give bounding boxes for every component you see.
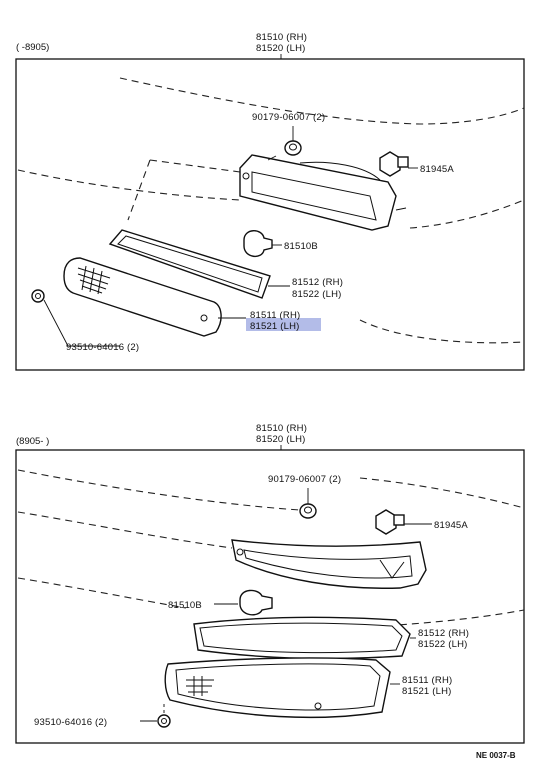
top-lens	[63, 257, 246, 337]
top-fastener-label: 93510-64016 (2)	[66, 342, 139, 353]
top-body-outline	[409, 199, 525, 229]
bottom-lens-rh-label: 81511 (RH)	[402, 675, 452, 686]
bottom-panel-frame	[15, 449, 525, 744]
bottom-body-outline	[17, 469, 301, 511]
bottom-gasket-rh-label: 81512 (RH)	[418, 628, 469, 639]
bottom-clip-81945a	[375, 509, 432, 535]
top-gasket-rh-label: 81512 (RH)	[292, 277, 343, 288]
bottom-lens	[164, 657, 400, 719]
top-assembly-lh-label: 81520 (LH)	[256, 43, 306, 54]
top-assembly-rh-label: 81510 (RH)	[256, 32, 307, 43]
top-clip-81945a	[379, 151, 418, 177]
bottom-gasket-lh-label: 81522 (LH)	[418, 639, 468, 650]
top-panel-frame	[15, 58, 525, 371]
bottom-gasket	[193, 616, 416, 660]
bottom-lamp-housing	[231, 539, 427, 589]
bottom-screw-90179	[299, 488, 317, 519]
bottom-clip-label: 81945A	[434, 520, 468, 531]
bottom-body-outline	[17, 511, 233, 549]
bottom-fastener	[140, 704, 171, 728]
bottom-panel: (8905- ) 81510 (RH) 81520 (LH) 90179-060…	[15, 423, 525, 744]
bottom-bulb-81510b	[214, 589, 273, 616]
bottom-body-outline	[17, 577, 187, 609]
bottom-bulb-label: 81510B	[168, 600, 202, 611]
top-body-outline	[359, 319, 525, 344]
bottom-assembly-lh-label: 81520 (LH)	[256, 434, 306, 445]
top-range-label: ( -8905)	[16, 42, 49, 53]
top-lens-grille	[77, 265, 111, 295]
top-lens-rh-label: 81511 (RH)	[250, 310, 300, 321]
bottom-range-label: (8905- )	[16, 436, 49, 447]
top-fastener	[31, 289, 120, 347]
bottom-assembly-rh-label: 81510 (RH)	[256, 423, 307, 434]
top-gasket	[108, 229, 290, 299]
top-screw-label: 90179-06007 (2)	[252, 112, 325, 123]
top-body-outline	[149, 159, 241, 173]
top-gasket-lh-label: 81522 (LH)	[292, 289, 342, 300]
top-lens-highlight	[246, 318, 321, 331]
top-bulb-81510b	[243, 230, 282, 257]
top-screw-90179	[284, 126, 302, 156]
bottom-lens-lh-label: 81521 (LH)	[402, 686, 452, 697]
bottom-fastener-label: 93510-64016 (2)	[34, 717, 107, 728]
bottom-lens-grille	[186, 676, 214, 696]
top-lamp-housing	[239, 154, 407, 231]
top-bulb-label: 81510B	[284, 241, 318, 252]
bottom-screw-label: 90179-06007 (2)	[268, 474, 341, 485]
top-lens-lh-label: 81521 (LH)	[250, 321, 300, 332]
top-clip-label: 81945A	[420, 164, 454, 175]
top-panel: ( -8905) 81510 (RH) 81520 (LH) 90179-060…	[15, 32, 525, 371]
diagram-code: NE 0037-B	[476, 751, 516, 760]
top-body-outline	[119, 77, 525, 125]
bottom-body-outline	[359, 477, 525, 509]
top-body-outline	[17, 169, 241, 201]
top-body-outline	[127, 159, 151, 221]
